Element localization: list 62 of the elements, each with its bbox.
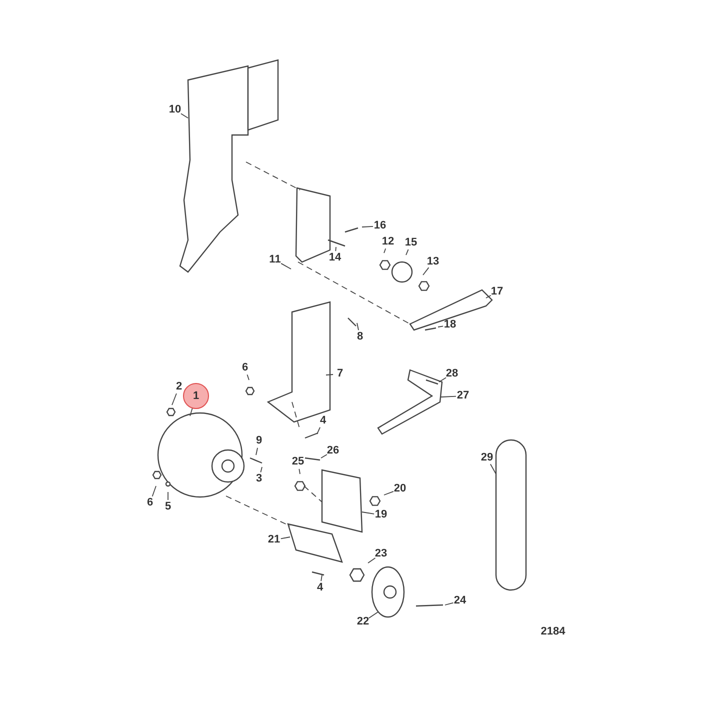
- leader-line: [320, 454, 328, 458]
- leader-line: [438, 377, 446, 382]
- callout-number: 2: [176, 382, 182, 392]
- callout-number: 16: [374, 220, 386, 232]
- callout-number: 7: [336, 368, 344, 380]
- leader-line: [444, 602, 454, 606]
- leader-line: [368, 558, 376, 564]
- callout-number: 12: [382, 236, 394, 248]
- callout-number: 14: [328, 252, 342, 264]
- callout-number: 29: [480, 452, 494, 464]
- callout-number: 11: [269, 254, 281, 266]
- leader-line: [320, 574, 322, 582]
- leader-line: [440, 396, 456, 398]
- leader-line: [256, 447, 258, 456]
- leader-line: [335, 246, 336, 252]
- leader-line: [180, 113, 188, 118]
- leader-line: [298, 468, 300, 474]
- leader-line: [280, 262, 292, 270]
- leader-line: [326, 374, 334, 376]
- callout-number: 21: [268, 534, 280, 546]
- leader-line: [438, 326, 444, 328]
- leader-line: [246, 374, 250, 380]
- leader-line: [190, 408, 193, 416]
- leader-line: [362, 512, 375, 514]
- callout-number: 26: [326, 446, 340, 456]
- callout-number: 22: [356, 616, 370, 628]
- callout-number: 8: [356, 332, 364, 342]
- callout-number: 17: [490, 286, 504, 298]
- callout-number: 9: [256, 436, 262, 446]
- leader-line: [422, 267, 430, 276]
- callout-number: 15: [404, 238, 418, 248]
- callout-number: 25: [292, 456, 304, 468]
- callout-number: 13: [426, 256, 440, 268]
- callout-number: 10: [168, 104, 182, 116]
- leader-line: [486, 294, 492, 298]
- leader-line: [356, 322, 359, 331]
- callout-number: 4: [316, 582, 324, 594]
- callout-number: 4: [320, 416, 326, 426]
- callout-number: 23: [374, 548, 388, 560]
- callout-number: 6: [146, 498, 154, 508]
- highlighted-callout-number: 1: [183, 383, 209, 409]
- callout-number: 28: [446, 368, 458, 380]
- leader-line: [316, 426, 321, 434]
- callout-number: 6: [242, 362, 248, 374]
- leader-line: [280, 536, 290, 540]
- leader-line: [260, 466, 262, 473]
- leader-line: [368, 612, 378, 619]
- leader-line: [490, 464, 496, 474]
- figure-number: 2184: [540, 626, 566, 638]
- callout-number: 27: [456, 390, 470, 402]
- callout-number: 19: [374, 510, 388, 520]
- leader-line: [384, 248, 386, 254]
- callout-number: 20: [394, 484, 406, 494]
- leader-line: [384, 491, 394, 496]
- leader-line: [406, 249, 409, 256]
- leader-line: [152, 486, 156, 497]
- callout-number: 18: [444, 320, 456, 330]
- callout-number: 5: [164, 502, 172, 512]
- leader-line: [362, 226, 374, 228]
- callout-number: 24: [454, 596, 466, 606]
- leader-line: [172, 393, 177, 406]
- callout-number: 3: [256, 474, 262, 484]
